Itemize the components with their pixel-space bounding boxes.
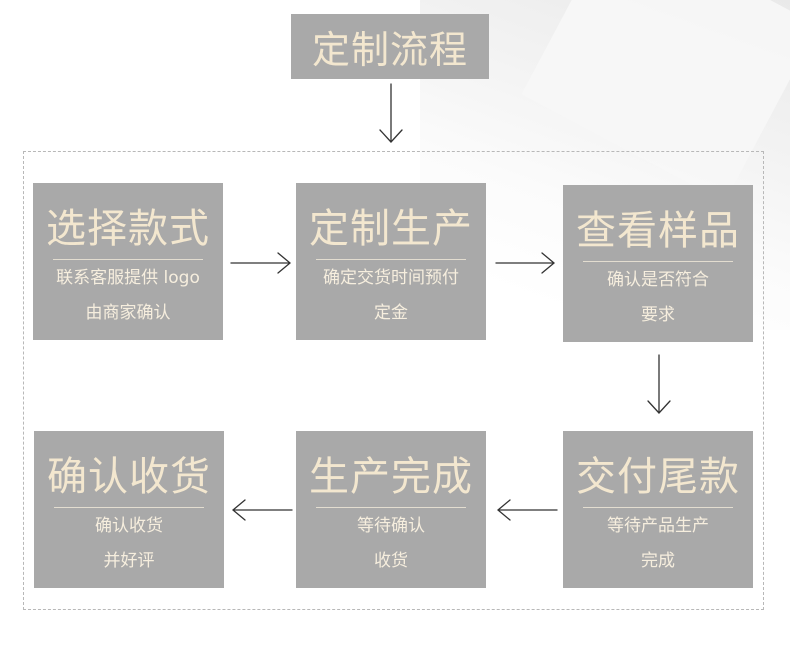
- arrow-right-icon: [230, 252, 291, 274]
- arrow-left-icon: [497, 499, 558, 521]
- step-title: 生产完成: [309, 454, 473, 500]
- flow-frame: [23, 151, 764, 610]
- step-description-line: 等待产品生产: [607, 516, 709, 536]
- step-description-line: 等待确认: [357, 516, 425, 536]
- step-description-line: 要求: [641, 305, 675, 325]
- step-divider: [53, 259, 203, 260]
- step-description-line: 确认是否符合: [607, 270, 709, 290]
- step-divider: [54, 507, 204, 508]
- arrow-down-icon: [647, 354, 671, 414]
- arrow-right-icon: [495, 252, 555, 274]
- step-description-line: 联系客服提供 logo: [56, 268, 200, 288]
- step-title: 查看样品: [576, 208, 740, 254]
- step-description-line: 确定交货时间预付: [323, 268, 459, 288]
- step-custom-production: 定制生产 确定交货时间预付 定金: [296, 183, 486, 340]
- step-divider: [316, 507, 466, 508]
- step-title: 交付尾款: [576, 454, 740, 500]
- step-description-line: 并好评: [103, 551, 155, 571]
- step-divider: [583, 507, 733, 508]
- step-select-style: 选择款式 联系客服提供 logo 由商家确认: [33, 183, 223, 340]
- step-title: 选择款式: [46, 206, 210, 252]
- step-title: 确认收货: [47, 454, 211, 500]
- step-description-line: 完成: [641, 551, 675, 571]
- step-description-line: 由商家确认: [85, 303, 171, 323]
- step-title: 定制生产: [309, 206, 473, 252]
- step-description-line: 定金: [374, 303, 408, 323]
- arrow-left-icon: [232, 499, 293, 521]
- arrow-down-icon: [379, 83, 403, 143]
- step-divider: [583, 261, 733, 262]
- step-description-line: 收货: [374, 551, 408, 571]
- step-description-line: 确认收货: [95, 516, 163, 536]
- step-production-complete: 生产完成 等待确认 收货: [296, 431, 486, 588]
- step-view-sample: 查看样品 确认是否符合 要求: [563, 185, 753, 342]
- step-confirm-receipt: 确认收货 确认收货 并好评: [34, 431, 224, 588]
- page-title: 定制流程: [291, 14, 489, 79]
- step-divider: [316, 259, 466, 260]
- step-final-payment: 交付尾款 等待产品生产 完成: [563, 431, 753, 588]
